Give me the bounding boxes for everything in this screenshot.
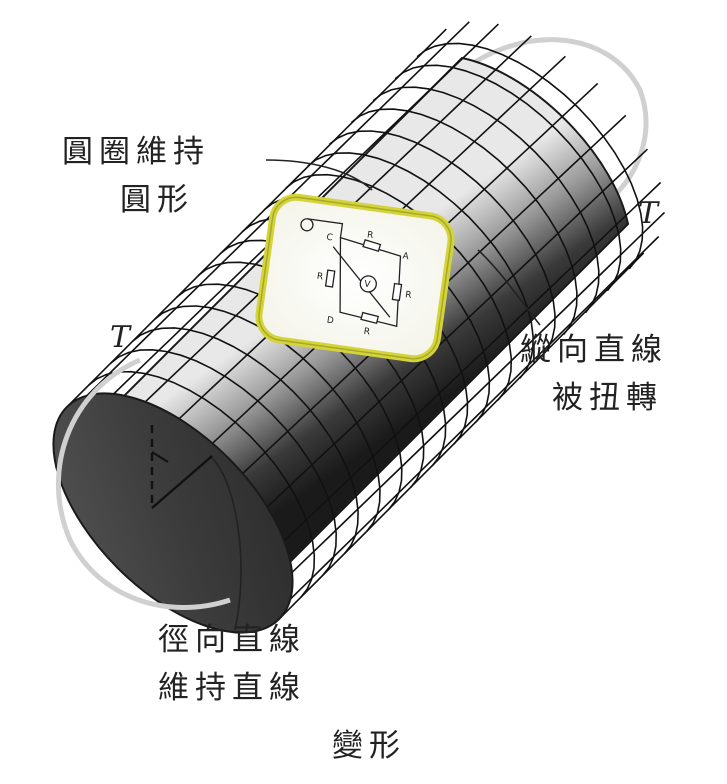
gauge-resistor-2: R [404,290,412,301]
grid-longitudinal-line [289,235,660,600]
gauge-resistor-1: R [366,230,374,241]
grid-longitudinal-line [278,252,645,620]
gauge-meter: V [364,279,372,290]
label-torque-left: T [110,320,131,355]
grid-ring [307,152,534,379]
grid-longitudinal-line [283,181,662,542]
grid-ring [416,42,644,270]
gauge-resistor-4: R [363,327,371,338]
leader-lines [211,159,541,631]
cylinder-end-face [52,392,294,634]
torque-arrow-top [448,37,649,197]
grid-ring [110,348,338,576]
label-torque-top: T [638,196,659,231]
label-longitudinal-line1: 縱向直線 [520,332,668,368]
grid-ring [88,370,316,598]
gauge-node-d: D [326,316,334,327]
gauge-node-c: C [326,233,334,244]
label-radial-line2: 維持直線 [158,670,306,706]
grid-ring [154,305,381,532]
label-deformation: 變形 [332,728,406,764]
torque-arrow-left [55,357,231,610]
grid-ring [350,108,578,336]
label-circle-line2: 圓形 [120,182,194,218]
grid-ring [372,86,600,314]
radial-line-markers [150,425,213,509]
grid-ring [132,327,359,554]
grid-longitudinal-line [266,148,648,508]
grid-longitudinal-line [66,28,447,408]
strain-gauge: A C D R R R R V [255,193,455,363]
grid-longitudinal-line [291,211,666,573]
gauge-resistor-3: R [316,272,324,283]
label-radial-line1: 徑向直線 [158,622,306,658]
label-circle-line1: 圓圈維持 [62,134,210,170]
label-longitudinal-line2: 被扭轉 [552,380,663,416]
gauge-node-a: A [402,251,410,262]
grid-ring [329,130,556,357]
grid-ring [394,64,622,292]
